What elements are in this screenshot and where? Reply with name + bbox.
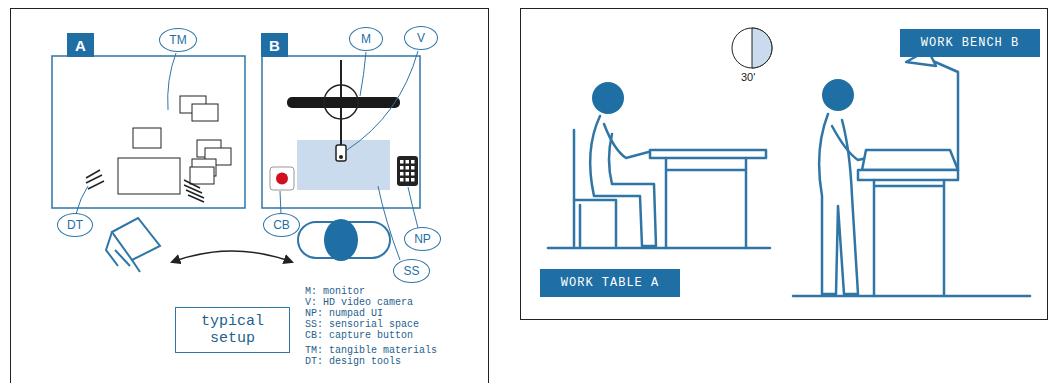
node-text: TM — [169, 33, 186, 47]
table-outline — [52, 56, 245, 208]
callout-bubble: M — [349, 27, 383, 51]
camera-arm — [340, 120, 342, 146]
callout-bubble: CB — [263, 213, 300, 237]
person-head — [324, 219, 358, 261]
legend-entry: SS: sensorial space — [305, 319, 419, 330]
monitor-bar — [287, 97, 400, 108]
time-dial — [732, 28, 772, 68]
numpad-key — [400, 166, 404, 170]
callout-bubble: SS — [393, 259, 430, 283]
video-camera — [336, 145, 346, 161]
panel-frame — [521, 9, 1048, 320]
numpad — [397, 156, 418, 186]
numpad-key — [400, 178, 404, 182]
node-text: WORK BENCH B — [921, 36, 1019, 50]
camera-lens — [339, 155, 343, 159]
standing-head — [822, 79, 854, 111]
numpad-key — [400, 160, 404, 164]
move-arrow — [172, 251, 292, 262]
section-tag: B — [261, 33, 288, 57]
node-text: A — [75, 37, 86, 54]
monitor-ring — [324, 85, 358, 119]
numpad-key — [411, 172, 415, 176]
angle-label: 30' — [741, 72, 755, 83]
capture-button — [270, 167, 294, 190]
node-text: typical setup — [192, 313, 274, 348]
legend-entry: DT: design tools — [305, 356, 401, 367]
section-tag: A — [67, 33, 94, 57]
node-text: B — [269, 37, 280, 54]
legend-entry: TM: tangible materials — [305, 345, 437, 356]
tangible-materials — [118, 96, 231, 194]
numpad-key — [411, 160, 415, 164]
legend-entry: M: monitor — [305, 286, 365, 297]
standing-person — [793, 50, 1030, 296]
numpad-key — [406, 172, 410, 176]
numpad-key — [406, 166, 410, 170]
leader-lines — [76, 51, 418, 260]
node-text: M — [361, 32, 371, 46]
legend-entry: V: HD video camera — [305, 297, 413, 308]
panel-frame — [11, 9, 489, 383]
title-box: typical setup — [175, 307, 290, 353]
seated-person — [548, 116, 770, 248]
name-band: WORK TABLE A — [540, 269, 680, 297]
design-tools — [86, 170, 204, 202]
legend-entry: CB: capture button — [305, 330, 413, 341]
legend-entry: NP: numpad UI — [305, 308, 383, 319]
numpad-key — [411, 166, 415, 170]
node-text: WORK TABLE A — [561, 276, 659, 290]
callout-bubble: NP — [404, 227, 441, 251]
numpad-keys — [400, 160, 415, 182]
node-text: NP — [414, 232, 431, 246]
node-text: DT — [67, 218, 83, 232]
seated-head — [592, 82, 624, 114]
numpad-key — [406, 160, 410, 164]
numpad-key — [411, 178, 415, 182]
node-text: SS — [403, 264, 419, 278]
capture-button-dot — [276, 173, 288, 185]
callout-bubble: TM — [159, 28, 197, 52]
node-text: CB — [273, 218, 290, 232]
numpad-key — [406, 178, 410, 182]
time-dial-fill — [752, 28, 772, 68]
table-outline — [262, 56, 420, 208]
numpad-key — [400, 172, 404, 176]
callout-bubble: DT — [57, 213, 93, 237]
node-text: V — [417, 31, 425, 45]
sensorial-space — [297, 140, 390, 190]
name-band: WORK BENCH B — [900, 29, 1040, 57]
chair-top-view — [106, 218, 160, 272]
callout-bubble: V — [404, 26, 438, 50]
